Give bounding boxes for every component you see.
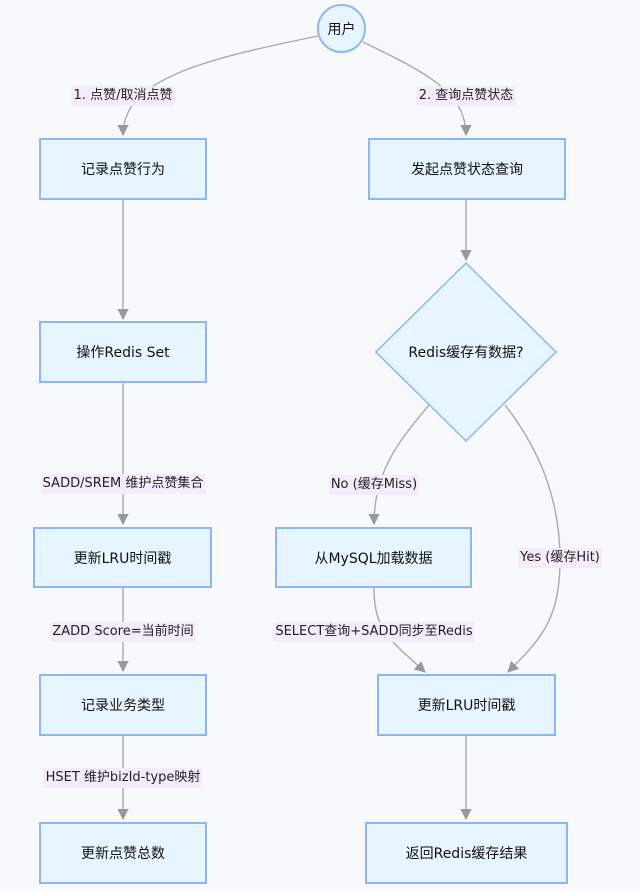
edge-label-sadd: SADD/SREM 维护点赞集合 — [40, 474, 206, 494]
edge-label-yes: Yes (缓存Hit) — [518, 548, 602, 568]
node-record-biz-type: 记录业务类型 — [39, 674, 207, 736]
edge-user-query — [362, 41, 472, 137]
node-record-like: 记录点赞行为 — [39, 138, 207, 200]
node-label: 返回Redis缓存结果 — [405, 846, 528, 862]
node-cache-check-label: Redis缓存有数据? — [408, 345, 524, 361]
node-label: 更新LRU时间戳 — [417, 698, 516, 714]
edge-label-hset: HSET 维护bizId-type映射 — [43, 768, 203, 788]
decision-diamond — [374, 261, 558, 443]
edge-label-select: SELECT查询+SADD同步至Redis — [273, 622, 475, 642]
node-update-lru-left: 更新LRU时间戳 — [33, 527, 212, 588]
node-label: 更新LRU时间戳 — [73, 550, 172, 567]
node-update-lru-right: 更新LRU时间戳 — [377, 674, 556, 736]
node-load-mysql: 从MySQL加载数据 — [275, 527, 472, 588]
node-user-label: 用户 — [327, 21, 356, 38]
edge-user-record — [117, 35, 319, 137]
node-label: 发起点赞状态查询 — [411, 162, 523, 178]
node-update-total: 更新点赞总数 — [39, 822, 207, 884]
edge-label-query: 2. 查询点赞状态 — [416, 86, 516, 106]
node-return-cache: 返回Redis缓存结果 — [365, 822, 568, 884]
edge-label-zadd: ZADD Score=当前时间 — [50, 622, 196, 642]
edge-label-like: 1. 点赞/取消点赞 — [71, 86, 175, 106]
node-query-status: 发起点赞状态查询 — [368, 138, 566, 200]
node-label: 更新点赞总数 — [81, 846, 165, 862]
edge-label-no: No (缓存Miss) — [328, 475, 420, 495]
node-label: 操作Redis Set — [76, 345, 170, 361]
node-label: 记录点赞行为 — [81, 162, 165, 178]
node-user: 用户 — [317, 4, 366, 53]
node-label: 从MySQL加载数据 — [314, 550, 433, 567]
node-label: 记录业务类型 — [81, 698, 165, 714]
edge-check-no — [368, 404, 430, 526]
edge-check-yes — [504, 404, 561, 673]
node-op-redis-set: 操作Redis Set — [39, 321, 207, 383]
